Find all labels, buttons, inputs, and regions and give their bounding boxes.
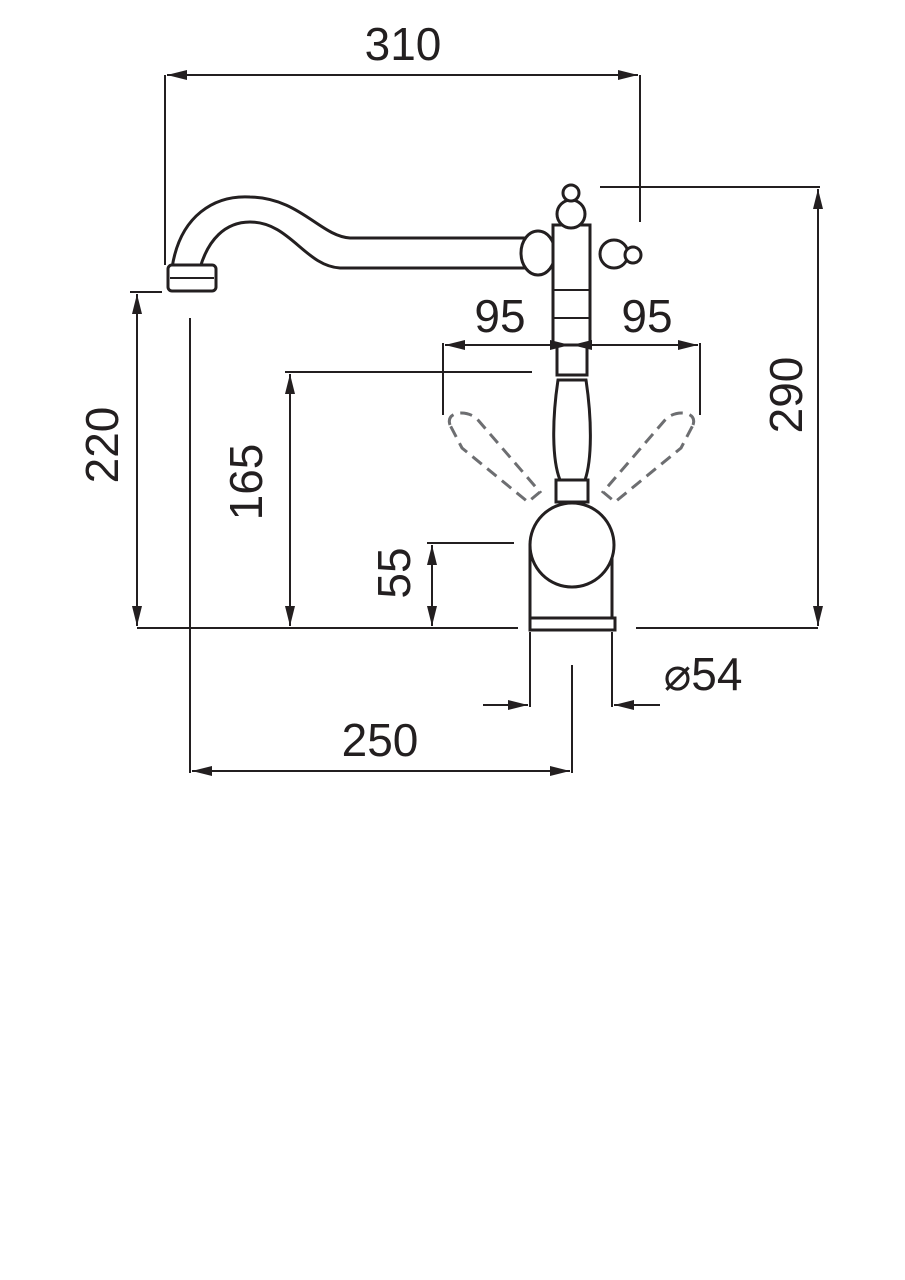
spout <box>170 195 527 270</box>
body-column <box>551 223 592 347</box>
dimension-250: 250 <box>189 318 573 776</box>
dimension-label-left: 95 <box>474 290 525 342</box>
top-finial <box>561 183 581 203</box>
dimension-label: 310 <box>365 18 442 70</box>
dimension-310: 310 <box>164 18 641 265</box>
dimension-label-right: 95 <box>621 290 672 342</box>
dimension-label: 165 <box>220 444 272 521</box>
dimension-diameter-54: ⌀54 <box>483 632 743 710</box>
faucet-outline <box>166 183 696 632</box>
dimension-165: 165 <box>220 371 532 626</box>
dimension-220: 220 <box>76 291 162 626</box>
dimension-290: 290 <box>600 186 823 626</box>
spout-collar <box>519 229 557 277</box>
dimension-label: 55 <box>368 547 420 598</box>
dimension-label: 220 <box>76 407 128 484</box>
lever-right-position <box>600 411 696 504</box>
base-dome <box>528 501 616 589</box>
lever-neck <box>555 343 589 377</box>
dimension-label: 290 <box>760 357 812 434</box>
dimension-label: 250 <box>342 714 419 766</box>
base-foot <box>528 616 617 632</box>
dimension-55: 55 <box>368 542 514 626</box>
lever-base <box>554 478 590 504</box>
lever-left-position <box>447 411 543 504</box>
dimension-95-95: 95 95 <box>442 290 701 415</box>
side-finial <box>623 245 643 265</box>
top-knob <box>555 198 587 230</box>
lever-handle <box>552 378 592 482</box>
dimension-label: ⌀54 <box>664 648 743 700</box>
